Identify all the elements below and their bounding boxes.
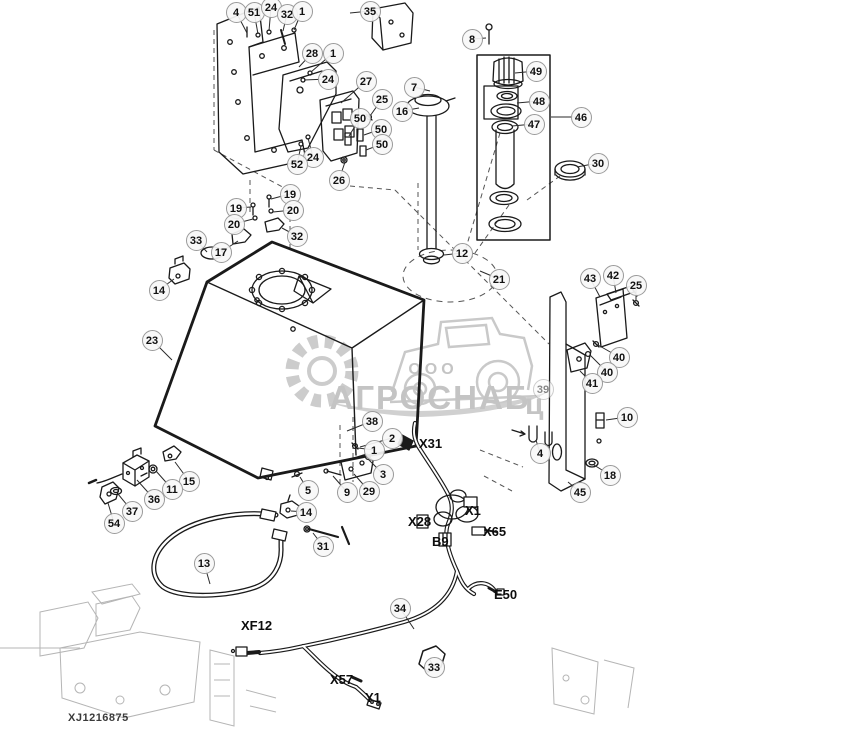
- drawing-number: XJ1216875: [68, 712, 129, 724]
- valve-cluster: [87, 445, 182, 505]
- grommet-33: [418, 645, 446, 673]
- background-machine-sketch: [0, 583, 635, 727]
- connector-b9: [438, 532, 452, 547]
- watermark-company-name: АГРОСНАБ: [330, 379, 531, 416]
- wiring-harness: [230, 420, 505, 710]
- seal-ring: [554, 160, 586, 181]
- small-bracket: [371, 2, 414, 51]
- clip-bracket: [298, 90, 373, 164]
- connector-x57: [350, 675, 363, 683]
- connector-x65: [471, 526, 486, 536]
- watermark-extra-glyph: ц: [525, 388, 544, 421]
- elbow-and-plug: [279, 494, 351, 546]
- connector-xf12: [245, 650, 261, 655]
- parts-line-art: [87, 2, 640, 710]
- projection-lines: [213, 30, 561, 492]
- fuel-hose: [151, 508, 288, 598]
- watermark-prefix: ООО: [408, 361, 457, 378]
- fuel-tank: [153, 240, 426, 481]
- cap-kit-box: [476, 54, 551, 241]
- filler-neck: [406, 23, 493, 265]
- watermark-graphic: ООО АГРОСНАБ ц: [285, 316, 548, 421]
- watermark-swoosh: [328, 392, 548, 417]
- connector-x1: [463, 496, 478, 508]
- connector-x28: [416, 514, 429, 529]
- mounting-plate: [216, 6, 307, 175]
- tank-opening-projection: [402, 249, 498, 303]
- support-channel: [278, 61, 337, 153]
